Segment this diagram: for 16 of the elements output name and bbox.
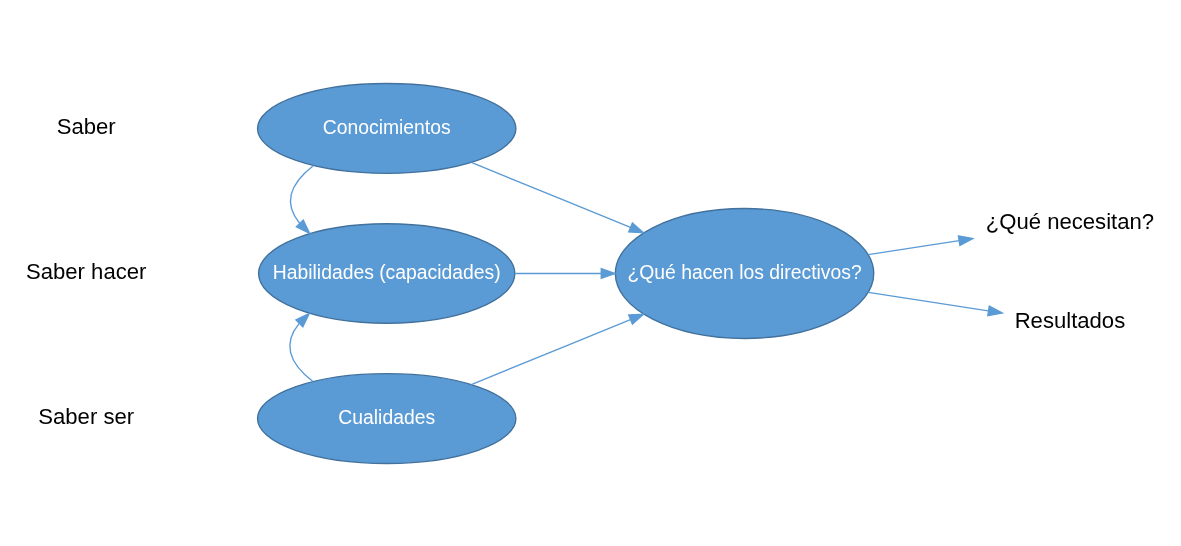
node-text: ¿Qué necesitan? <box>985 208 1155 234</box>
label: Saber ser <box>38 403 135 429</box>
arrow <box>289 311 314 382</box>
node-ellipse: Habilidades (capacidades) <box>257 222 516 324</box>
arrow <box>470 161 646 234</box>
label: Saber hacer <box>26 258 147 284</box>
node-text: Resultados <box>1014 307 1126 333</box>
arrow <box>289 164 314 235</box>
arrow <box>867 291 1005 317</box>
node-ellipse: Conocimientos <box>256 82 517 174</box>
arrow <box>470 312 646 385</box>
arrow <box>514 267 618 279</box>
label: Saber <box>56 113 116 139</box>
arrow <box>867 234 975 255</box>
node-ellipse: ¿Qué hacen los directivos? <box>614 207 875 339</box>
node-ellipse: Cualidades <box>256 372 517 464</box>
